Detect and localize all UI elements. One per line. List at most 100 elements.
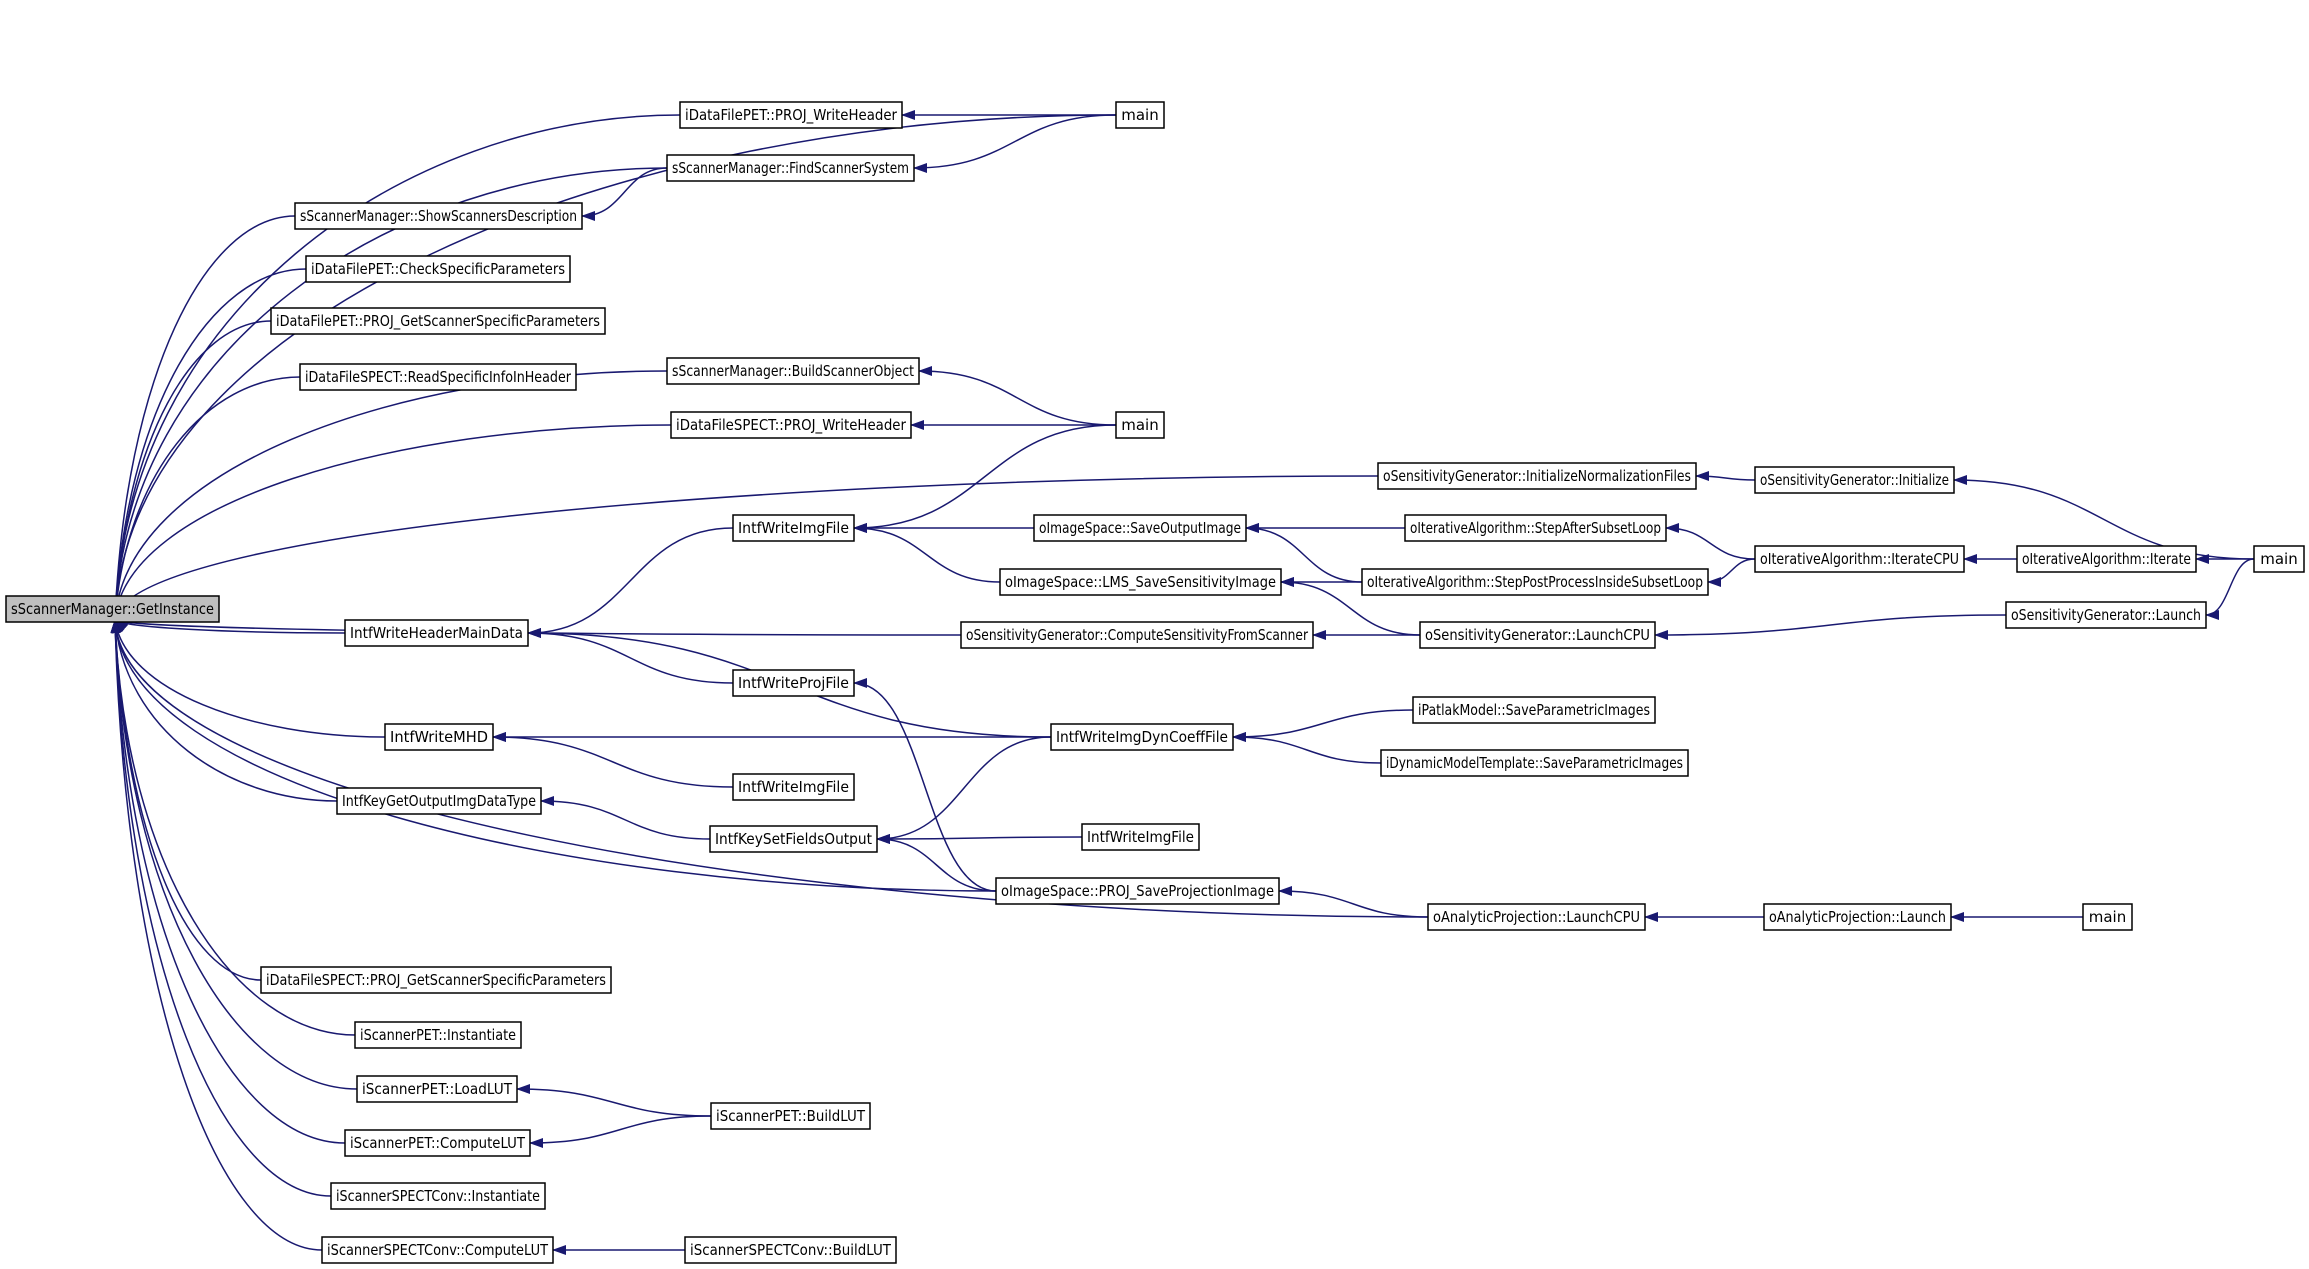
node-osensitivitygenerator-launch[interactable]: oSensitivityGenerator::Launch — [2005, 601, 2207, 629]
edge-n40-to-n0 — [110, 619, 358, 1090]
node-iscannerspectconv-buildlut[interactable]: iScannerSPECTConv::BuildLUT — [684, 1236, 897, 1264]
node-idatafilepet-proj-writeheader[interactable]: iDataFilePET::PROJ_WriteHeader — [679, 101, 903, 129]
node-idatafilespect-readspecificinfoinheader[interactable]: iDataFileSPECT::ReadSpecificInfoInHeader — [299, 363, 577, 391]
edge-n44-to-n0 — [110, 619, 323, 1251]
node-main[interactable]: main — [2082, 903, 2133, 931]
node-box — [299, 363, 577, 391]
edge-n26-to-n0 — [111, 619, 386, 738]
node-label: oImageSpace::SaveOutputImage — [1039, 519, 1241, 537]
node-label: oAnalyticProjection::Launch — [1769, 908, 1946, 926]
node-box — [305, 255, 571, 283]
node-intfkeygetoutputimgdatatype[interactable]: IntfKeyGetOutputImgDataType — [336, 787, 542, 815]
edge-n10-to-n8 — [918, 366, 1117, 426]
node-box — [1033, 514, 1247, 542]
edges-layer — [110, 110, 2255, 1256]
node-idatafilespect-proj-getscannerspecificparameters[interactable]: iDataFileSPECT::PROJ_GetScannerSpecificP… — [260, 966, 612, 994]
node-idatafilepet-proj-getscannerspecificparameters[interactable]: iDataFilePET::PROJ_GetScannerSpecificPar… — [270, 307, 606, 335]
edge-n42-to-n0 — [110, 619, 346, 1144]
node-iscannerpet-loadlut[interactable]: iScannerPET::LoadLUT — [356, 1075, 518, 1103]
node-box — [336, 787, 542, 815]
node-label: oAnalyticProjection::LaunchCPU — [1433, 908, 1640, 926]
node-label: oIterativeAlgorithm::StepPostProcessInsi… — [1367, 573, 1703, 591]
node-oiterativealgorithm-iterate[interactable]: oIterativeAlgorithm::Iterate — [2016, 545, 2197, 573]
node-box — [1115, 411, 1165, 439]
node-box — [732, 669, 855, 697]
node-iscannerpet-buildlut[interactable]: iScannerPET::BuildLUT — [710, 1102, 871, 1130]
node-box — [5, 595, 220, 623]
node-oimagespace-proj-saveprojectionimage[interactable]: oImageSpace::PROJ_SaveProjectionImage — [995, 877, 1280, 905]
node-osensitivitygenerator-computesensitivityfromscanner[interactable]: oSensitivityGenerator::ComputeSensitivit… — [960, 621, 1314, 649]
node-iscannerpet-computelut[interactable]: iScannerPET::ComputeLUT — [344, 1129, 531, 1157]
edge-n25-to-n21 — [527, 628, 734, 684]
node-label: oSensitivityGenerator::ComputeSensitivit… — [966, 626, 1309, 644]
node-iscannerpet-instantiate[interactable]: iScannerPET::Instantiate — [354, 1021, 522, 1049]
node-box — [1427, 903, 1646, 931]
node-idatafilepet-checkspecificparameters[interactable]: iDataFilePET::CheckSpecificParameters — [305, 255, 571, 283]
node-label: main — [2089, 908, 2126, 926]
node-iscannerspectconv-instantiate[interactable]: iScannerSPECTConv::Instantiate — [330, 1182, 546, 1210]
node-oimagespace-lms-savesensitivityimage[interactable]: oImageSpace::LMS_SaveSensitivityImage — [999, 568, 1282, 596]
node-oiterativealgorithm-stepaftersubsetloop[interactable]: oIterativeAlgorithm::StepAfterSubsetLoop — [1404, 514, 1667, 542]
node-label: oIterativeAlgorithm::StepAfterSubsetLoop — [1410, 519, 1661, 537]
node-intfwriteheadermaindata[interactable]: IntfWriteHeaderMainData — [344, 619, 529, 647]
node-intfkeysetfieldsoutput[interactable]: IntfKeySetFieldsOutput — [709, 825, 878, 853]
node-box — [2005, 601, 2207, 629]
node-intfwriteprojfile[interactable]: IntfWriteProjFile — [732, 669, 855, 697]
node-label: sScannerManager::GetInstance — [11, 600, 214, 618]
node-box — [709, 825, 878, 853]
node-box — [356, 1075, 518, 1103]
node-box — [1361, 568, 1709, 596]
node-idatafilespect-proj-writeheader[interactable]: iDataFileSPECT::PROJ_WriteHeader — [670, 411, 912, 439]
node-intfwriteimgfile[interactable]: IntfWriteImgFile — [732, 514, 855, 542]
node-sscannermanager-showscannersdescription[interactable]: sScannerManager::ShowScannersDescription — [294, 202, 583, 230]
node-label: iDataFilePET::PROJ_GetScannerSpecificPar… — [276, 312, 600, 331]
edge-n18-to-n17 — [1707, 558, 1756, 587]
node-osensitivitygenerator-launchcpu[interactable]: oSensitivityGenerator::LaunchCPU — [1419, 621, 1656, 649]
edge-n35-to-n34 — [1278, 886, 1429, 918]
node-ipatlakmodel-saveparametricimages[interactable]: iPatlakModel::SaveParametricImages — [1412, 696, 1656, 724]
node-iscannerspectconv-computelut[interactable]: iScannerSPECTConv::ComputeLUT — [321, 1236, 554, 1264]
node-box — [670, 411, 912, 439]
edge-n4-to-n0 — [110, 215, 296, 621]
node-box — [384, 723, 494, 751]
node-label: oIterativeAlgorithm::Iterate — [2022, 550, 2191, 568]
node-main[interactable]: main — [1115, 411, 1165, 439]
node-label: IntfWriteImgFile — [1087, 828, 1194, 846]
node-idynamicmodeltemplate-saveparametricimages[interactable]: iDynamicModelTemplate::SaveParametricIma… — [1380, 749, 1689, 777]
edge-n32-to-n31 — [540, 796, 711, 840]
node-label: iDataFileSPECT::ReadSpecificInfoInHeader — [305, 368, 572, 386]
node-intfwriteimgfile[interactable]: IntfWriteImgFile — [1081, 823, 1200, 851]
node-box — [995, 877, 1280, 905]
node-main[interactable]: main — [1115, 101, 1165, 129]
node-box — [1754, 466, 1955, 494]
node-label: IntfWriteImgFile — [738, 519, 849, 537]
node-label: oImageSpace::PROJ_SaveProjectionImage — [1001, 882, 1274, 901]
node-osensitivitygenerator-initialize[interactable]: oSensitivityGenerator::Initialize — [1754, 466, 1955, 494]
node-sscannermanager-getinstance[interactable]: sScannerManager::GetInstance — [5, 595, 220, 623]
node-label: iPatlakModel::SaveParametricImages — [1418, 701, 1650, 719]
edge-n13-to-n21 — [527, 527, 734, 638]
node-osensitivitygenerator-initializenormalizationfiles[interactable]: oSensitivityGenerator::InitializeNormali… — [1377, 462, 1697, 490]
node-oiterativealgorithm-iteratecpu[interactable]: oIterativeAlgorithm::IterateCPU — [1754, 545, 1965, 573]
node-label: oSensitivityGenerator::InitializeNormali… — [1383, 467, 1691, 485]
edge-n8-to-n0 — [110, 370, 668, 621]
node-main[interactable]: main — [2253, 545, 2305, 573]
node-label: oSensitivityGenerator::Initialize — [1760, 471, 1949, 489]
node-sscannermanager-buildscannerobject[interactable]: sScannerManager::BuildScannerObject — [666, 357, 920, 385]
edge-n6-to-n0 — [110, 320, 272, 621]
node-oanalyticprojection-launchcpu[interactable]: oAnalyticProjection::LaunchCPU — [1427, 903, 1646, 931]
node-intfwriteimgdyncoefffile[interactable]: IntfWriteImgDynCoeffFile — [1050, 723, 1234, 751]
edge-n12-to-n11 — [1695, 471, 1756, 482]
node-label: oIterativeAlgorithm::IterateCPU — [1760, 550, 1959, 568]
node-label: sScannerManager::BuildScannerObject — [672, 362, 914, 380]
edge-n1-to-n3 — [913, 114, 1117, 173]
node-oimagespace-saveoutputimage[interactable]: oImageSpace::SaveOutputImage — [1033, 514, 1247, 542]
node-intfwriteimgfile[interactable]: IntfWriteImgFile — [732, 773, 855, 801]
node-label: iDynamicModelTemplate::SaveParametricIma… — [1386, 754, 1683, 772]
node-box — [732, 773, 855, 801]
node-oanalyticprojection-launch[interactable]: oAnalyticProjection::Launch — [1763, 903, 1952, 931]
node-label: iDataFileSPECT::PROJ_GetScannerSpecificP… — [266, 971, 606, 990]
node-sscannermanager-findscannersystem[interactable]: sScannerManager::FindScannerSystem — [666, 154, 915, 182]
node-intfwritemhd[interactable]: IntfWriteMHD — [384, 723, 494, 751]
node-oiterativealgorithm-steppostprocessinsidesubsetloop[interactable]: oIterativeAlgorithm::StepPostProcessInsi… — [1361, 568, 1709, 596]
